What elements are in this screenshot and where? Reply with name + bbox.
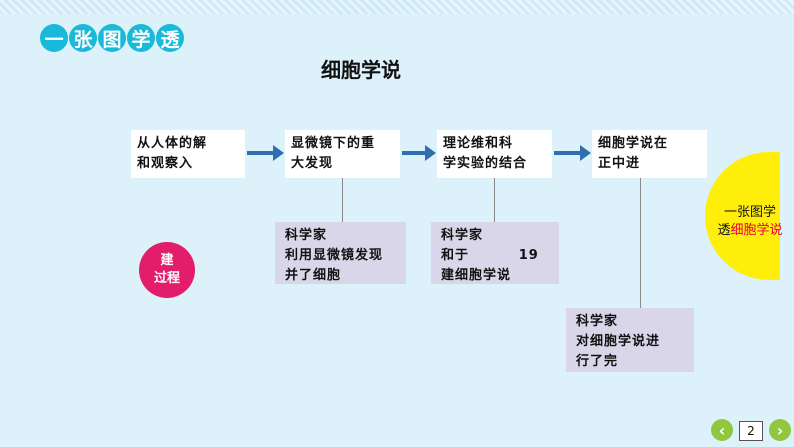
note-line: 利用显微镜发现 — [285, 248, 384, 263]
flow-step-text: 从人体的解 — [137, 136, 208, 151]
flow-step-text: 正中进 — [598, 156, 641, 171]
connector-line — [640, 178, 641, 308]
flow-step-text: 显微镜下的重 — [291, 136, 376, 151]
build-process-badge: 建 过程 — [139, 242, 195, 298]
note-line: 科学家 — [576, 314, 619, 329]
flow-step-3: 理论维和科 学实验的结合 — [437, 130, 552, 178]
page-title: 细胞学说 — [321, 58, 401, 82]
title-chip: 学 — [127, 24, 155, 52]
side-label-line: 一张图学 — [723, 205, 776, 220]
flow-step-1: 从人体的解 和观察入 — [131, 130, 245, 178]
note-line: 行了完 — [576, 354, 619, 369]
prev-slide-button[interactable]: ‹ — [711, 419, 733, 441]
page-number: 2 — [739, 421, 763, 441]
flow-step-text: 细胞学说在 — [598, 136, 669, 151]
note-line: 并了细胞 — [285, 268, 342, 283]
note-box-1: 科学家 利用显微镜发现 并了细胞 — [275, 222, 406, 284]
note-box-3: 科学家 对细胞学说进 行了完 — [566, 308, 694, 372]
note-line: 科学家 — [285, 228, 328, 243]
title-chip: 张 — [69, 24, 97, 52]
flow-arrow-icon — [247, 145, 284, 161]
side-label-prefix: 透 — [717, 223, 731, 238]
note-line: 科学家 — [441, 228, 484, 243]
flow-arrow-icon — [554, 145, 591, 161]
note-line: 和于 19 — [441, 248, 539, 263]
title-chip: 图 — [98, 24, 126, 52]
badge-text: 建 — [160, 253, 174, 268]
next-slide-button[interactable]: › — [769, 419, 791, 441]
connector-line — [494, 178, 495, 222]
flow-step-text: 学实验的结合 — [443, 156, 528, 171]
note-line: 对细胞学说进 — [576, 334, 661, 349]
side-label: 一张图学 透细胞学说 — [711, 204, 789, 240]
note-line: 建细胞学说 — [441, 268, 512, 283]
flow-step-text: 大发现 — [291, 156, 334, 171]
side-label-line: 透细胞学说 — [711, 222, 789, 240]
flow-step-2: 显微镜下的重 大发现 — [285, 130, 400, 178]
side-label-highlight: 细胞学说 — [730, 223, 783, 238]
title-chip: 透 — [156, 24, 184, 52]
connector-line — [342, 178, 343, 222]
slide-navigation: ‹ 2 › — [711, 419, 791, 441]
section-title-chips: 一 张 图 学 透 — [40, 24, 184, 52]
flow-step-text: 理论维和科 — [443, 136, 514, 151]
flow-arrow-icon — [402, 145, 436, 161]
note-box-2: 科学家 和于 19 建细胞学说 — [431, 222, 559, 284]
flow-step-4: 细胞学说在 正中进 — [592, 130, 707, 178]
title-chip: 一 — [40, 24, 68, 52]
header-band — [0, 0, 794, 14]
badge-text: 过程 — [153, 271, 180, 286]
flow-step-text: 和观察入 — [137, 156, 194, 171]
